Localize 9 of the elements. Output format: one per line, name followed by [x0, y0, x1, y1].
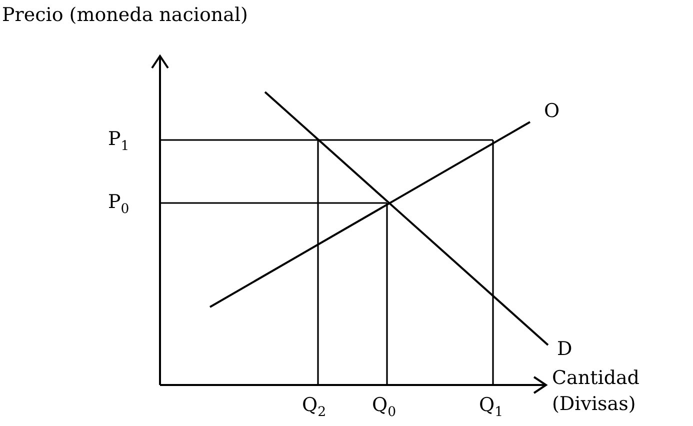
axis-tick-label: Q$_{2}$ — [302, 394, 326, 421]
axis-tick-label: P$_{1}$ — [108, 128, 130, 155]
axis-tick-label: Q$_{0}$ — [372, 394, 396, 421]
curve-label: D — [557, 338, 572, 361]
curve-label: O — [544, 100, 560, 123]
axis-title: Precio (moneda nacional) — [2, 4, 248, 27]
axis-tick-label: Q$_{1}$ — [479, 394, 504, 421]
axis-tick-label: P$_{0}$ — [108, 191, 130, 218]
axis-title: Cantidad (Divisas) — [552, 366, 640, 417]
